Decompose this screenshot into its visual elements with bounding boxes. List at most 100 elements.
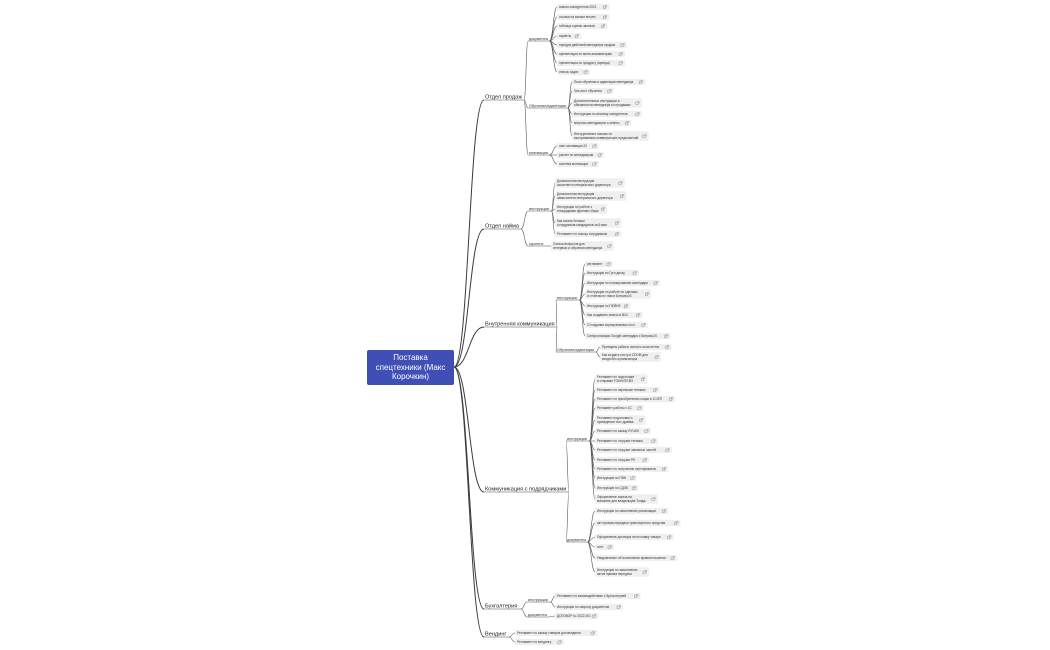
leaf-node[interactable]: Принципы работы личного ассистента [600, 343, 672, 351]
link-icon[interactable] [669, 397, 673, 401]
link-icon[interactable] [651, 497, 656, 501]
group-node[interactable]: Обучение/адаптация [556, 348, 596, 353]
link-icon[interactable] [607, 545, 612, 549]
leaf-node[interactable]: счет [595, 543, 614, 551]
link-icon[interactable] [674, 521, 679, 525]
group-node[interactable]: инструкции [528, 207, 552, 212]
group-node[interactable]: инструкции [527, 598, 551, 603]
link-icon[interactable] [620, 43, 625, 47]
leaf-node[interactable]: Регламент по вендингу [515, 638, 564, 646]
leaf-node[interactable]: Инструкция по СДЭК [595, 484, 639, 492]
link-icon[interactable] [641, 377, 645, 381]
link-icon[interactable] [667, 535, 672, 539]
link-icon[interactable] [645, 292, 649, 296]
link-icon[interactable] [644, 429, 649, 433]
branch-node-b5[interactable]: Вендинг [484, 632, 509, 638]
group-node[interactable]: документы [527, 613, 549, 618]
leaf-node[interactable]: Регламент по взаимодействию с бухгалтери… [555, 592, 641, 600]
link-icon[interactable] [632, 271, 637, 275]
link-icon[interactable] [618, 181, 623, 185]
link-icon[interactable] [637, 406, 642, 410]
leaf-node[interactable]: Синхронизация Google календаря с Битрикс… [585, 332, 671, 340]
link-icon[interactable] [653, 281, 658, 285]
link-icon[interactable] [592, 162, 597, 166]
leaf-node[interactable]: Регламент работы с 1С [595, 404, 644, 412]
leaf-node[interactable]: ДОГОВОР № 2022-001 [555, 612, 599, 620]
leaf-node[interactable]: Инструкция по Гугл-диску [585, 269, 639, 277]
link-icon[interactable] [615, 232, 619, 236]
group-node[interactable]: инструкции [566, 437, 590, 442]
leaf-node[interactable]: ссылка на записи встреч [557, 13, 610, 21]
leaf-node[interactable]: список задач [557, 68, 590, 76]
leaf-node[interactable]: система мотивации [557, 160, 599, 168]
group-node[interactable]: инструкции [556, 296, 580, 301]
group-node[interactable]: мотивация [528, 151, 550, 156]
link-icon[interactable] [651, 439, 656, 443]
link-icon[interactable] [618, 61, 623, 65]
link-icon[interactable] [662, 467, 666, 471]
link-icon[interactable] [601, 207, 605, 211]
leaf-node[interactable]: Инструкция по ПЕЙНЕ [585, 302, 631, 310]
leaf-node[interactable]: Инструкция по планированию календаря [585, 279, 660, 287]
leaf-node[interactable]: акт приема-передачи транспортного средст… [595, 519, 681, 527]
leaf-node[interactable]: таблица оценки звонков [557, 22, 608, 30]
group-node[interactable]: документы [566, 538, 588, 543]
leaf-node[interactable]: О создании корпоративных почт [585, 321, 648, 329]
leaf-node[interactable]: Чек-лист обучения [572, 87, 614, 95]
link-icon[interactable] [592, 144, 597, 148]
leaf-node[interactable]: Регламент по поиску сотрудников [555, 230, 622, 238]
branch-node-b3[interactable]: Коммуникация с подрядчиками [484, 487, 569, 493]
leaf-node[interactable]: регламент [585, 260, 613, 268]
branch-node-b0[interactable]: Отдел продаж [484, 95, 524, 101]
leaf-node[interactable]: Как создавать звонок в В24 [585, 311, 643, 319]
link-icon[interactable] [603, 15, 607, 19]
link-icon[interactable] [634, 594, 639, 598]
link-icon[interactable] [630, 476, 635, 480]
link-icon[interactable] [625, 121, 629, 125]
leaf-node[interactable]: расчет по менеджерам [557, 151, 604, 159]
link-icon[interactable] [642, 458, 647, 462]
link-icon[interactable] [597, 153, 602, 157]
branch-node-b1[interactable]: Отдел найма [484, 223, 521, 230]
group-node[interactable]: скрипты [528, 242, 546, 247]
branch-node-b4[interactable]: Бухгалтерия [484, 604, 521, 610]
root-node[interactable]: Поставка спецтехники (Макс Корочкин) [367, 350, 454, 385]
link-icon[interactable] [662, 509, 666, 513]
link-icon[interactable] [557, 640, 562, 644]
group-node[interactable]: Обучение/адаптация [528, 104, 568, 109]
link-icon[interactable] [603, 5, 607, 9]
link-icon[interactable] [583, 70, 588, 74]
link-icon[interactable] [654, 355, 659, 359]
link-icon[interactable] [636, 313, 641, 317]
leaf-node[interactable]: порядок действий менеджера продаж [557, 41, 627, 49]
link-icon[interactable] [607, 89, 612, 93]
leaf-node[interactable]: Оформление договора на поставку товара [595, 533, 674, 541]
leaf-node[interactable]: Регламент по отгрузке РК [595, 456, 649, 464]
link-icon[interactable] [616, 605, 621, 609]
link-icon[interactable] [624, 304, 628, 308]
leaf-node[interactable]: анализ конкурентов 2021 [557, 3, 610, 11]
branch-node-b2[interactable]: Внутренняя коммуникация [484, 322, 557, 328]
link-icon[interactable] [632, 486, 637, 490]
link-icon[interactable] [607, 244, 612, 248]
link-icon[interactable] [590, 631, 595, 635]
link-icon[interactable] [670, 556, 675, 560]
leaf-node[interactable]: Инструкция по запросу документов [555, 603, 623, 611]
link-icon[interactable] [606, 262, 611, 266]
link-icon[interactable] [642, 570, 647, 574]
link-icon[interactable] [635, 101, 640, 105]
leaf-node[interactable]: Регламент по приобретению опции в 1С/ЕП [595, 395, 676, 403]
link-icon[interactable] [639, 80, 643, 84]
leaf-node[interactable]: вопросы менеджеров и ответы [572, 119, 632, 127]
leaf-node[interactable]: Регламент по отгрузке запасных частей [595, 446, 672, 454]
